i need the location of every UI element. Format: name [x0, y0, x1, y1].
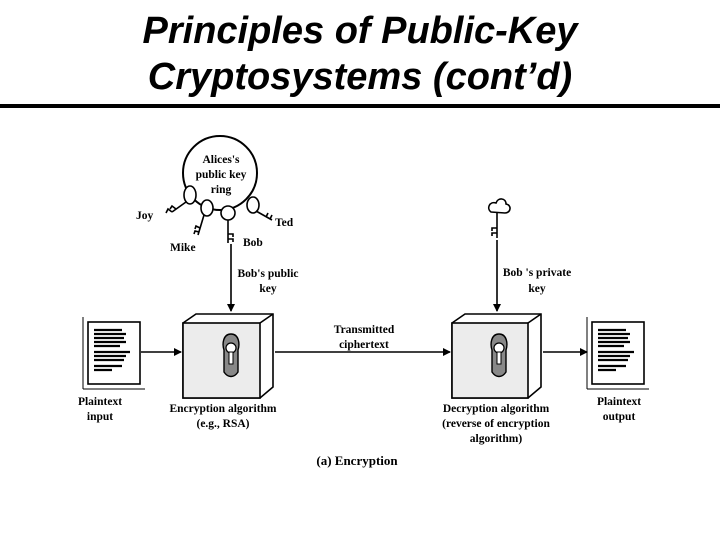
decryption-algorithm-label-3: algorithm): [470, 433, 523, 445]
decryption-algorithm-label-2: (reverse of encryption: [442, 418, 550, 430]
plaintext-output-label-2: output: [603, 411, 636, 423]
encryption-algorithm-label-2: (e.g., RSA): [196, 418, 249, 430]
joy-label: Joy: [136, 210, 154, 222]
mike-label: Mike: [170, 242, 196, 254]
key-ring: Alices's public key ring: [182, 135, 258, 211]
encryption-algorithm-label-1: Encryption algorithm: [169, 403, 276, 415]
bob-key-icon: [220, 205, 236, 243]
slide-title-line-2: Cryptosystems (cont’d): [147, 56, 573, 98]
key-ring-label-3: ring: [211, 184, 232, 196]
decryption-lock-icon: [490, 333, 508, 378]
bob-private-key-label-2: key: [528, 283, 546, 295]
figure-caption: (a) Encryption: [316, 453, 398, 468]
key-ring-label-1: Alices's: [202, 154, 240, 166]
bob-public-key-label-2: key: [259, 283, 277, 295]
decryption-algorithm-label-1: Decryption algorithm: [443, 403, 550, 415]
plaintext-output-document-icon: [586, 317, 649, 390]
plaintext-input-label-1: Plaintext: [78, 396, 122, 408]
encryption-lock-icon: [222, 333, 240, 378]
key-ring-label-2: public key: [196, 169, 247, 181]
bob-label: Bob: [243, 237, 263, 249]
bob-public-key-label-1: Bob's public: [237, 268, 298, 280]
bob-private-key-label-1: Bob 's private: [503, 267, 571, 279]
plaintext-input-label-2: input: [87, 411, 113, 423]
mike-key-icon: [193, 199, 214, 236]
slide-title-line-1: Principles of Public-Key: [142, 10, 578, 52]
ted-key-icon: [246, 196, 273, 221]
plaintext-output-label-1: Plaintext: [597, 396, 641, 408]
transmitted-label-2: ciphertext: [339, 339, 389, 351]
decryption-algorithm-box: [451, 313, 542, 399]
joy-key-icon: [165, 185, 197, 214]
plaintext-input-document-icon: [82, 317, 145, 390]
slide-title: Principles of Public-Key Cryptosystems (…: [0, 8, 720, 100]
title-divider: [0, 104, 720, 108]
private-key-icon: [488, 198, 511, 238]
encryption-algorithm-box: [182, 313, 274, 399]
ted-label: Ted: [275, 217, 294, 229]
transmitted-label-1: Transmitted: [334, 324, 395, 336]
